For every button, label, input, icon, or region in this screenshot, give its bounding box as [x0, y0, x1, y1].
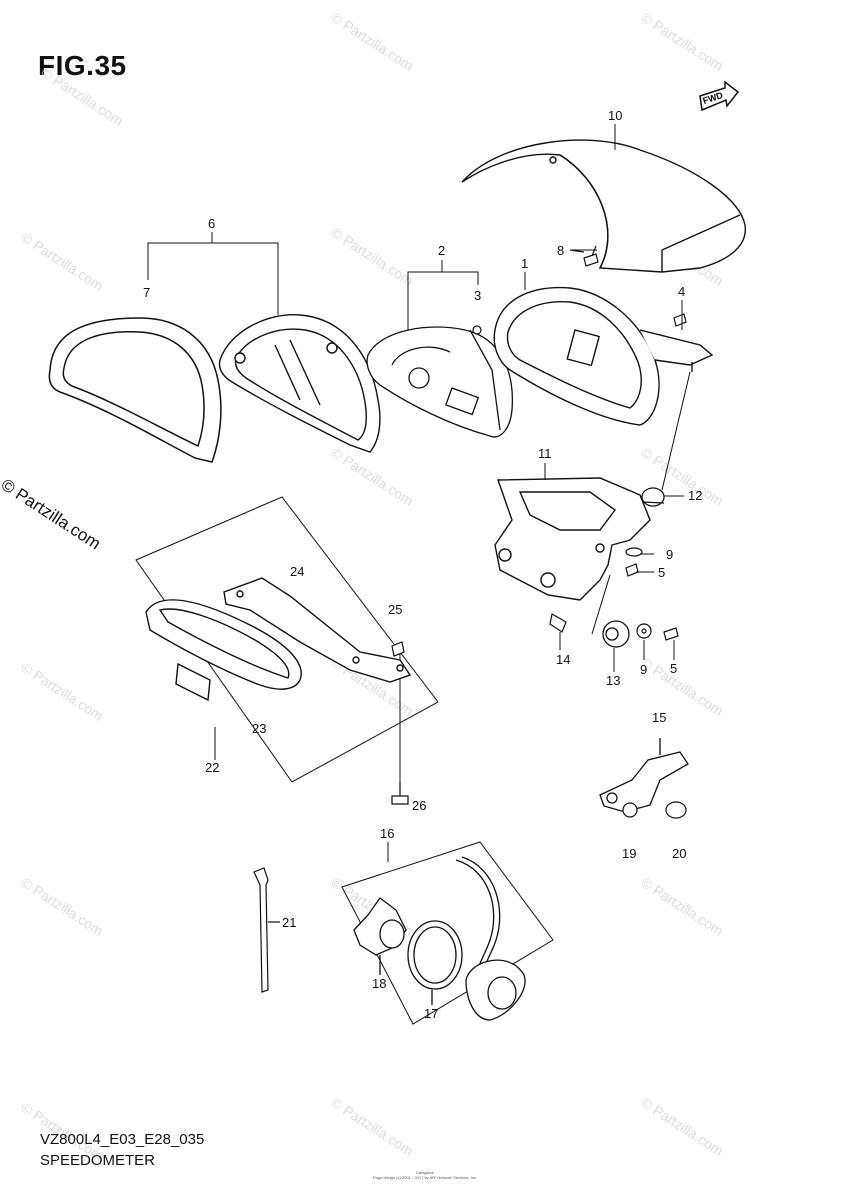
figure-title: FIG.35 [38, 50, 127, 81]
part-6-lens [218, 313, 381, 453]
fineprint-line-2: Page design (c) 2001 - 2017 by ARI Netwo… [372, 1175, 478, 1180]
callout-20: 20 [672, 846, 686, 861]
part-15-bracket [599, 738, 689, 813]
watermark-4: © Partzilla.com [18, 229, 106, 294]
part-12-grommet [641, 487, 665, 507]
fineprint: Dataglock Page design (c) 2001 - 2017 by… [300, 1170, 550, 1180]
callout-19: 19 [622, 846, 636, 861]
callout-9-upper: 9 [666, 547, 673, 562]
part-2-meter-assy [366, 326, 514, 438]
callout-7: 7 [143, 285, 150, 300]
callout-2: 2 [438, 243, 445, 258]
part-26-screw [391, 782, 409, 805]
part-16-socket-harness [455, 856, 526, 1021]
diagram-code: VZ800L4_E03_E28_035 [40, 1131, 205, 1148]
part-3-screw [472, 325, 482, 335]
part-17-ring [407, 920, 463, 1005]
callout-8: 8 [557, 243, 564, 258]
watermark-1: © Partzilla.com [38, 64, 126, 129]
watermark-12: © Partzilla.com [18, 874, 106, 939]
callout-4: 4 [678, 284, 685, 299]
part-25-screw [391, 641, 405, 657]
callout-18: 18 [372, 976, 386, 991]
fineprint-line-1: Dataglock [416, 1170, 434, 1175]
callout-24: 24 [290, 564, 304, 579]
part-21-cable-tie [253, 867, 280, 993]
part-1-case [493, 286, 714, 426]
callout-15: 15 [652, 710, 666, 725]
callout-16: 16 [380, 826, 394, 841]
callout-5-lower: 5 [670, 661, 677, 676]
callout-11: 11 [538, 446, 552, 461]
watermark-7: © Partzilla.com [328, 444, 416, 509]
part-4-screw [673, 313, 687, 327]
watermark-2: © Partzilla.com [328, 9, 416, 74]
watermark-14: © Partzilla.com [638, 874, 726, 939]
watermark-5: © Partzilla.com [328, 224, 416, 289]
section-name: SPEEDOMETER [40, 1152, 156, 1169]
part-5-screw-lower [663, 627, 679, 641]
part-13-grommet [602, 620, 630, 648]
watermark-16: © Partzilla.com [328, 1094, 416, 1159]
part-14-bolt [549, 613, 567, 633]
callout-1: 1 [521, 256, 528, 271]
forward-arrow-icon: FWD [699, 80, 740, 112]
callout-14: 14 [556, 652, 570, 667]
part-7-bezel [48, 317, 222, 463]
callout-labels: 1 2 3 4 5 5 6 7 8 9 9 10 11 12 13 14 15 … [143, 108, 702, 1021]
callout-5-upper: 5 [658, 565, 665, 580]
watermark-3: © Partzilla.com [638, 9, 726, 74]
callout-3: 3 [474, 288, 481, 303]
callout-25: 25 [388, 602, 402, 617]
part-10-visor [461, 139, 746, 273]
part-9-washer-lower [636, 623, 652, 639]
callout-26: 26 [412, 798, 426, 813]
part-20-clamp [665, 801, 687, 819]
callout-6: 6 [208, 216, 215, 231]
callout-13: 13 [606, 673, 620, 688]
callout-9-lower: 9 [640, 662, 647, 677]
part-18-holder [353, 897, 407, 975]
callout-22: 22 [205, 760, 219, 775]
callout-10: 10 [608, 108, 622, 123]
part-23-indicator [145, 599, 302, 702]
watermark-9: © Partzilla.com [18, 659, 106, 724]
callout-21: 21 [282, 915, 296, 930]
watermark-17: © Partzilla.com [638, 1094, 726, 1159]
part-24-bracket [223, 577, 412, 683]
part-22-group-box [135, 496, 439, 783]
part-9-washer-upper [625, 547, 643, 557]
part-8-screw [569, 245, 599, 267]
part-16-group-box [341, 841, 554, 1025]
part-5-screw-upper [625, 563, 639, 577]
callout-12: 12 [688, 488, 702, 503]
part-11-bracket [494, 477, 651, 601]
callout-lines [147, 124, 684, 672]
callout-17: 17 [424, 1006, 438, 1021]
part-19-washer [622, 802, 638, 818]
callout-23: 23 [252, 721, 266, 736]
